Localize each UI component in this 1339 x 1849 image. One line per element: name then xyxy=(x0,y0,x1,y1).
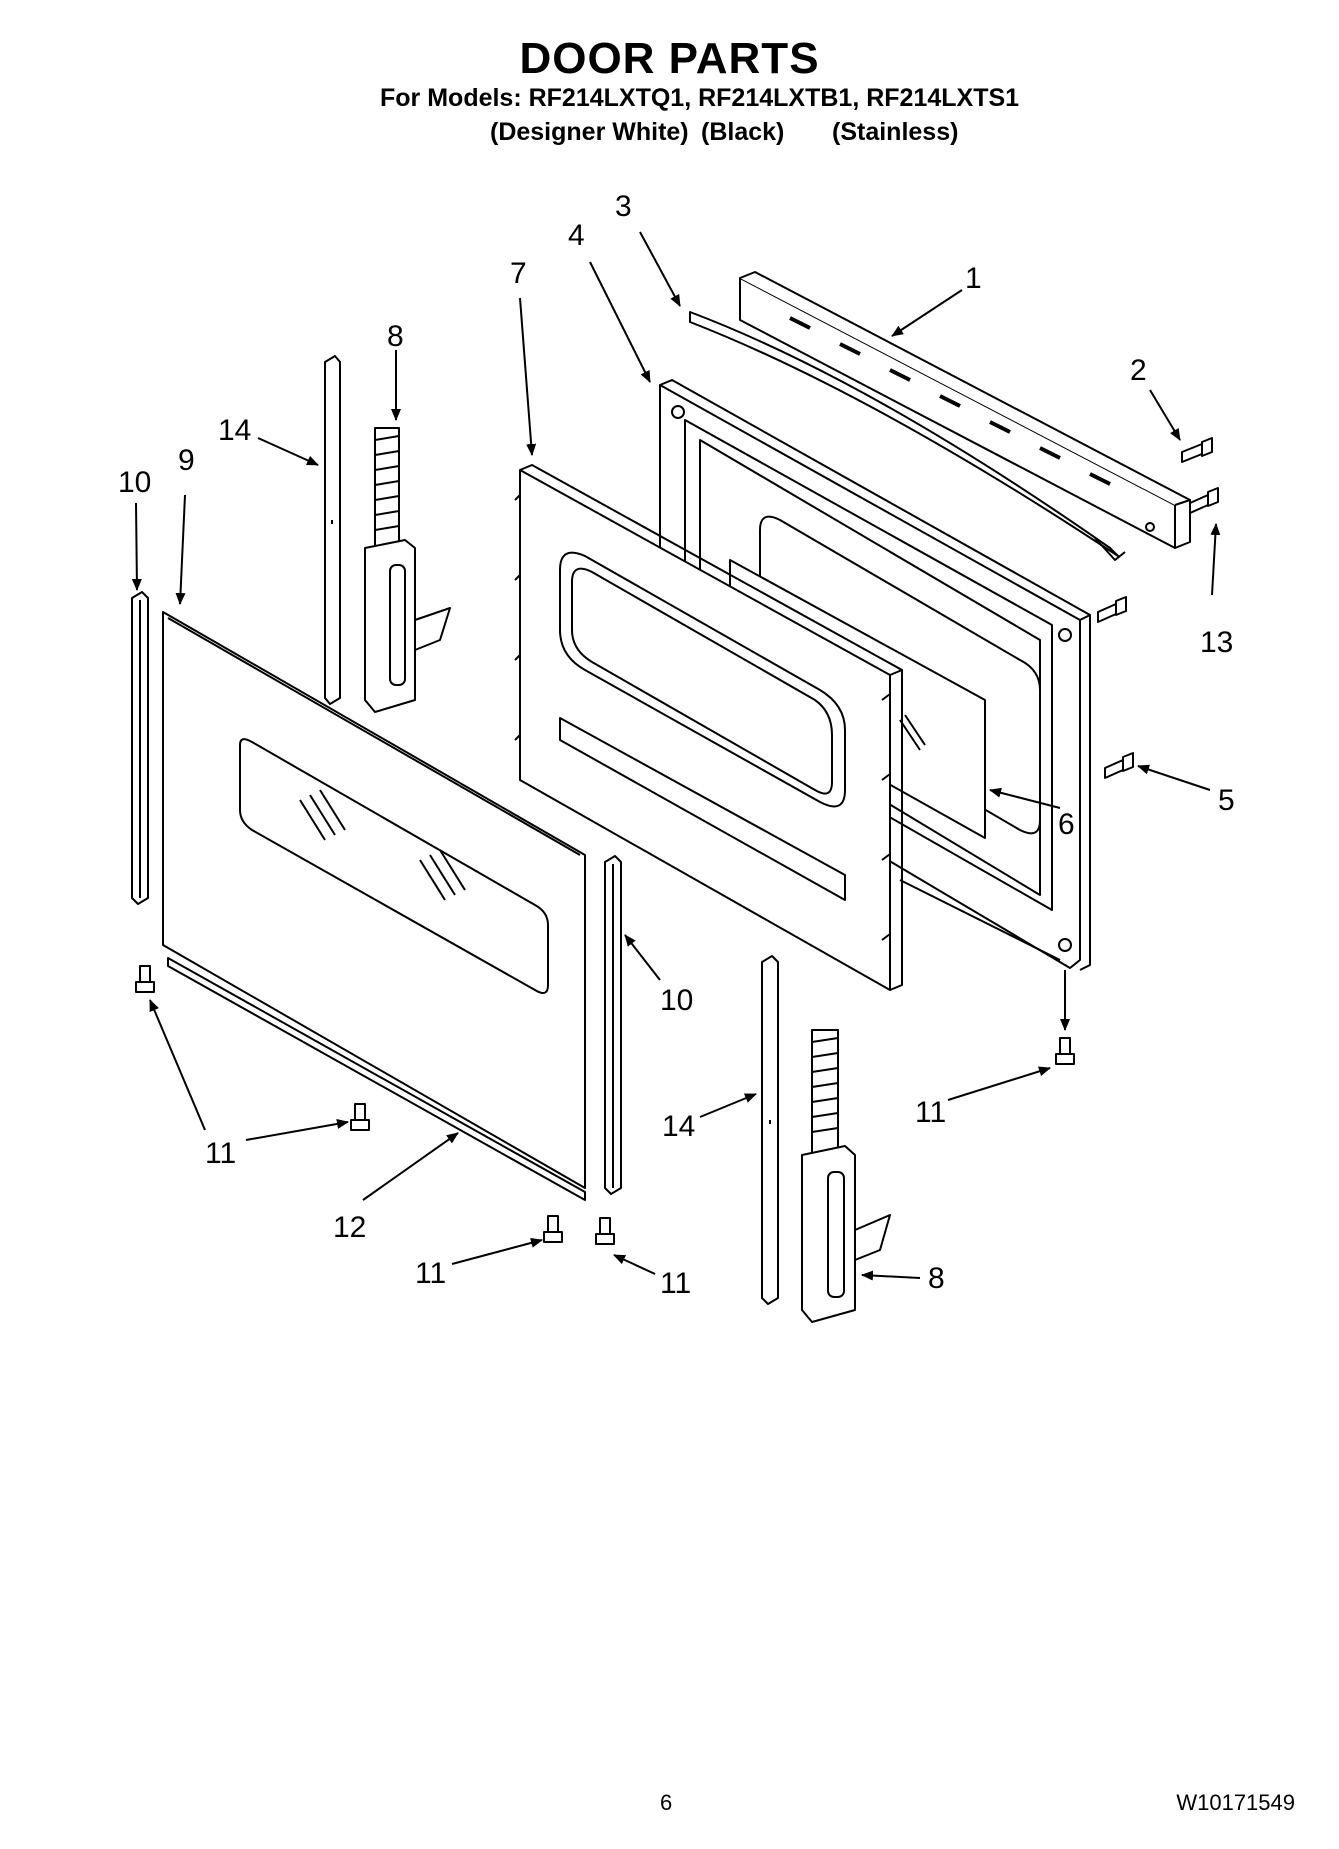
page-title: DOOR PARTS xyxy=(519,34,820,83)
page-number: 6 xyxy=(660,1790,673,1815)
callout-6: 6 xyxy=(1058,808,1075,841)
callout-4: 4 xyxy=(568,219,585,252)
part-11-screw-a xyxy=(135,965,155,993)
callout-11-c: 11 xyxy=(660,1267,691,1300)
callout-2: 2 xyxy=(1130,354,1147,387)
part-11-screw-b xyxy=(350,1103,370,1131)
callout-12: 12 xyxy=(333,1211,366,1244)
part-3-handle-trim xyxy=(689,311,1126,561)
part-11-screw-c xyxy=(543,1215,563,1243)
part-13-screw-lower xyxy=(1097,596,1127,623)
callout-8-upper: 8 xyxy=(387,320,404,353)
callout-3: 3 xyxy=(615,190,632,223)
part-5-screw xyxy=(1104,752,1134,779)
part-2-screw xyxy=(1181,437,1213,463)
part-12-bottom-trim xyxy=(167,957,586,1201)
callout-10-right: 10 xyxy=(660,984,693,1017)
part-7-door-frame xyxy=(514,464,903,991)
callout-14-upper: 14 xyxy=(218,414,251,447)
models-line: For Models: RF214LXTQ1, RF214LXTB1, RF21… xyxy=(380,84,1020,112)
callout-11-a: 11 xyxy=(205,1137,236,1170)
part-8-hinge-upper xyxy=(364,427,451,713)
callout-11-d: 11 xyxy=(915,1096,946,1129)
part-8-hinge-lower xyxy=(801,1029,891,1323)
part-9-outer-door-glass xyxy=(162,611,586,1189)
part-14-hinge-strip-upper xyxy=(324,355,341,705)
part-11-screw-d xyxy=(595,1217,615,1245)
callout-9: 9 xyxy=(178,444,195,477)
callout-11-b: 11 xyxy=(415,1257,446,1290)
callout-10-left: 10 xyxy=(118,466,151,499)
part-10-left-side-trim xyxy=(131,591,149,905)
callout-1: 1 xyxy=(965,262,982,295)
document-number: W10171549 xyxy=(1176,1790,1295,1815)
variant-black: (Black) xyxy=(701,118,785,146)
part-14-hinge-strip-lower xyxy=(761,955,779,1305)
variant-designer-white: (Designer White) xyxy=(490,118,689,146)
part-13-screw-upper xyxy=(1189,487,1219,514)
callout-13: 13 xyxy=(1200,626,1233,659)
part-11-screw-e xyxy=(1055,1037,1075,1065)
callout-14-lower: 14 xyxy=(662,1110,695,1143)
part-1-vent-trim xyxy=(739,271,1191,549)
part-10-right-side-trim xyxy=(604,855,622,1195)
variant-stainless: (Stainless) xyxy=(832,118,959,146)
callout-8-lower: 8 xyxy=(928,1262,945,1295)
callout-7: 7 xyxy=(510,257,527,290)
callout-5: 5 xyxy=(1218,784,1235,817)
